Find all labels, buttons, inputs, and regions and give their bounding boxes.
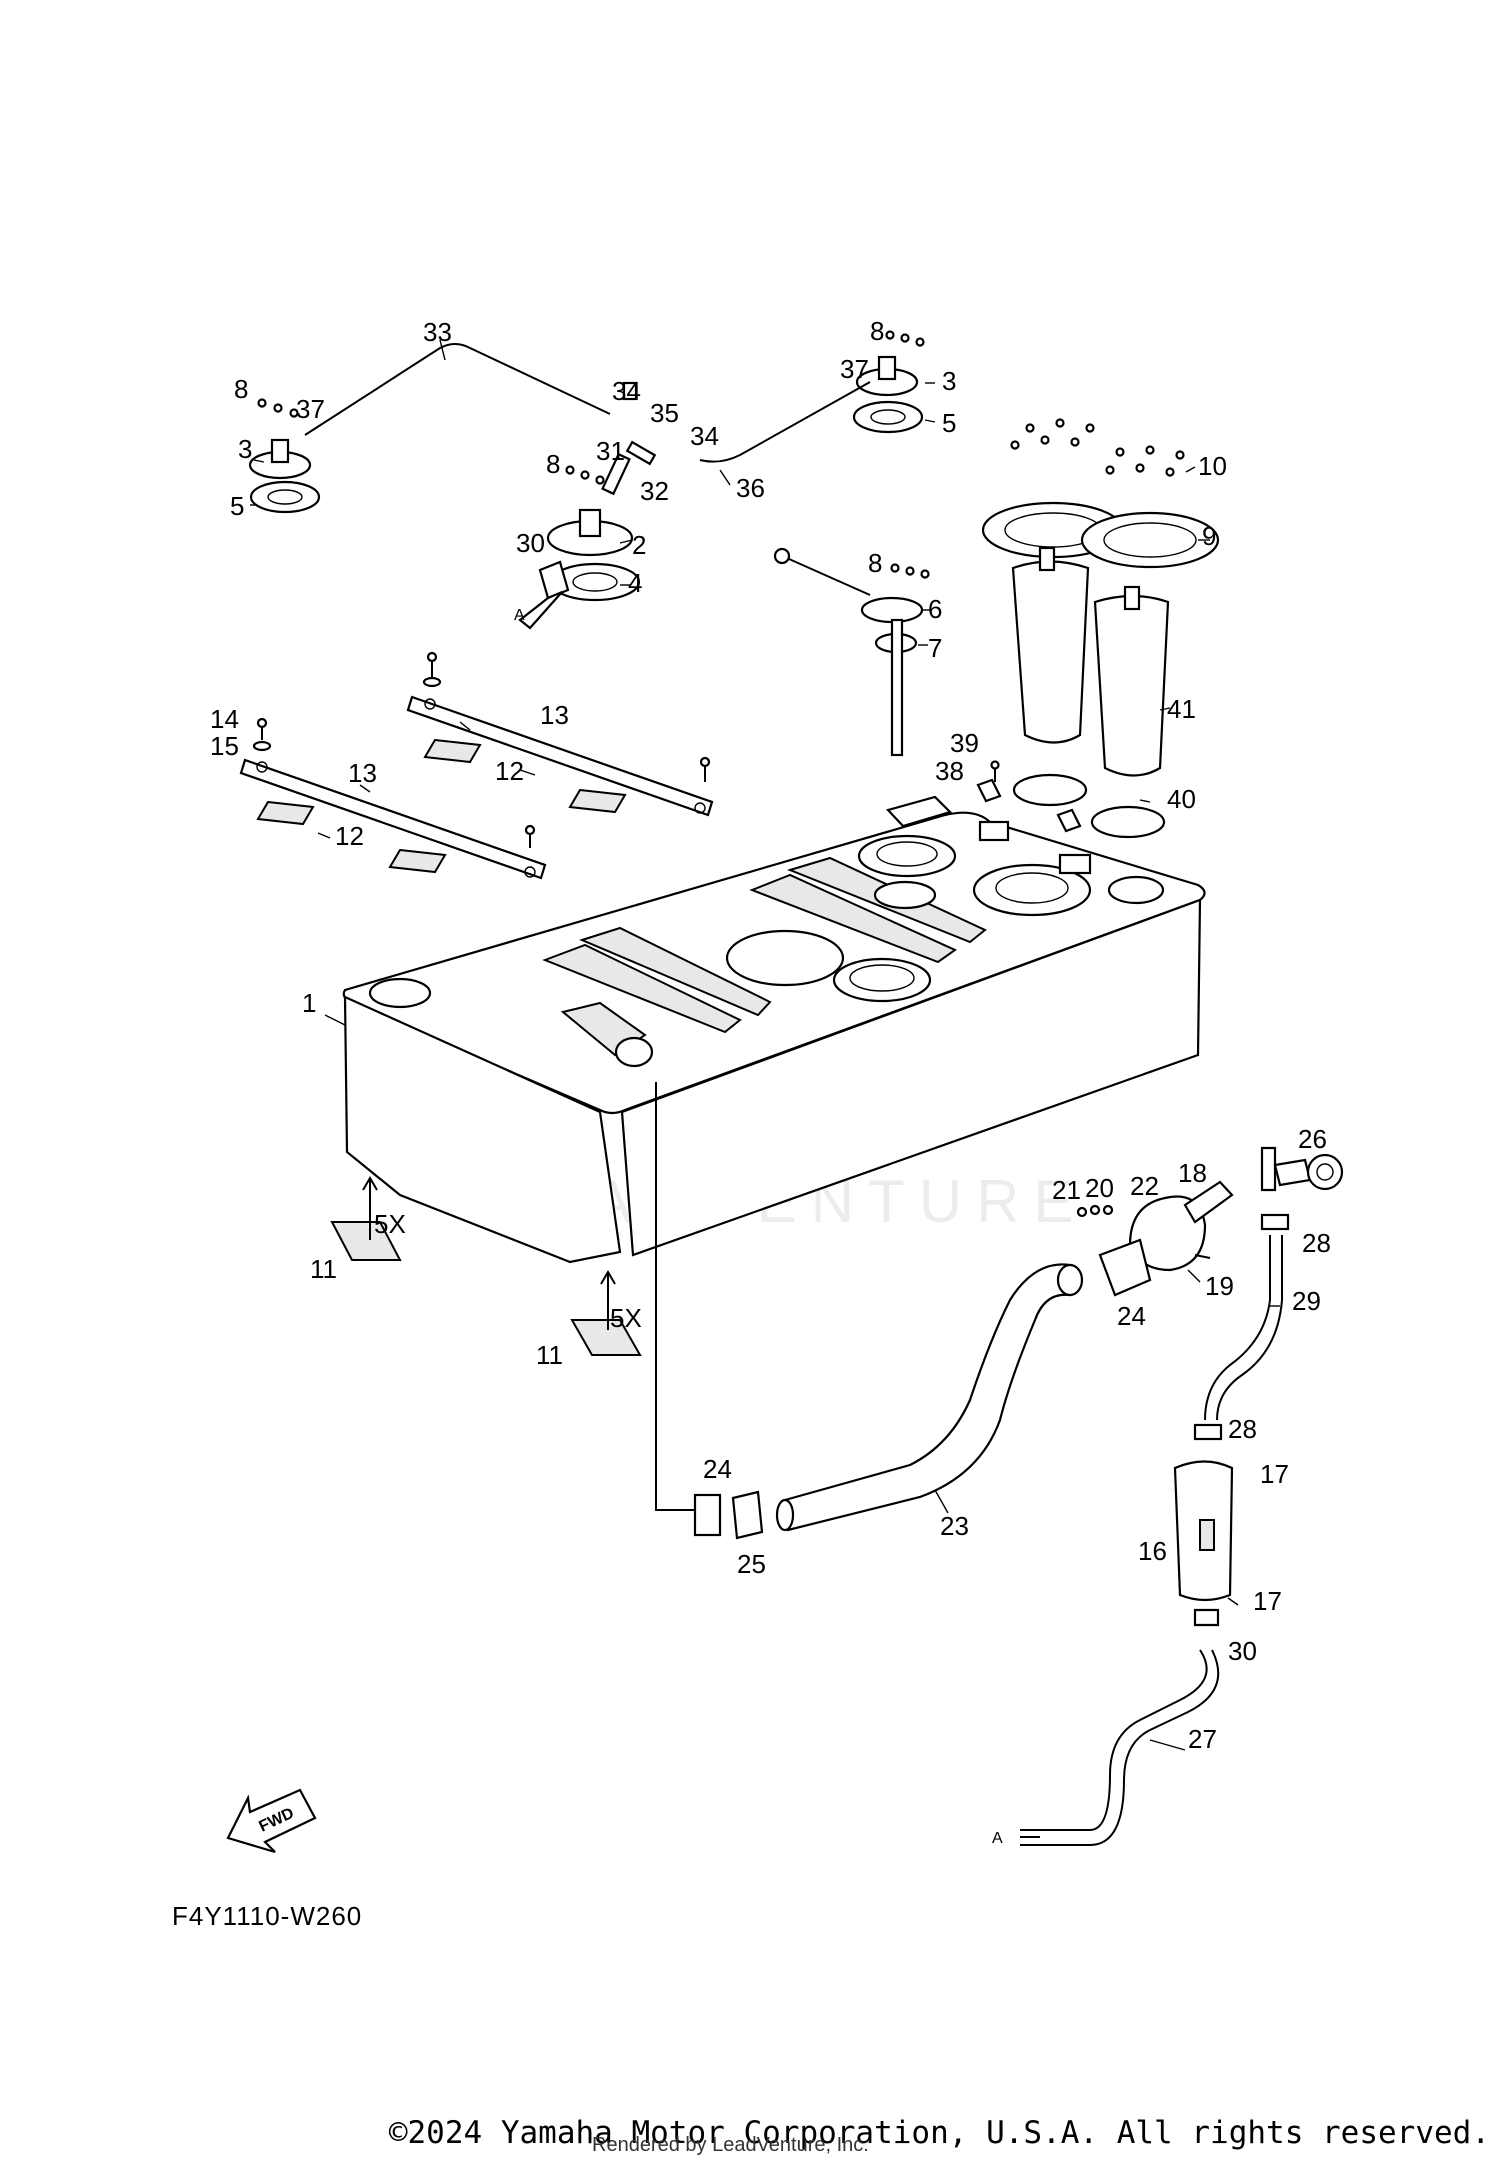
callout-37b: 37 bbox=[840, 354, 869, 384]
center-fitting bbox=[518, 381, 657, 630]
callout-12a: 12 bbox=[495, 756, 524, 786]
callout-1: 1 bbox=[302, 988, 316, 1018]
callout-28b: 28 bbox=[1228, 1414, 1257, 1444]
callout-14: 14 bbox=[210, 704, 239, 734]
screws-top bbox=[257, 330, 930, 579]
copyright-notice: ©2024 Yamaha Motor Corporation, U.S.A. A… bbox=[388, 2115, 1490, 2151]
callout-11b: 11 bbox=[536, 1340, 563, 1370]
callout-40: 40 bbox=[1167, 784, 1196, 814]
rendered-by-credit: Rendered by LeadVenture, Inc. bbox=[592, 2134, 869, 2156]
callout-8c: 8 bbox=[870, 316, 884, 346]
callout-8a: 8 bbox=[234, 374, 248, 404]
vent-line-and-filter bbox=[1020, 1146, 1344, 1846]
callout-9: 9 bbox=[1202, 521, 1216, 551]
fuel-level-sender bbox=[773, 547, 924, 757]
callout-34a: 34 bbox=[612, 376, 641, 406]
callout-12b: 12 bbox=[335, 821, 364, 851]
filler-system bbox=[655, 1082, 1234, 1540]
multiplier-5x-a: 5X bbox=[374, 1209, 406, 1239]
pipe-end-a-bottom: A bbox=[992, 1830, 1003, 1847]
callout-4: 4 bbox=[628, 568, 642, 598]
callout-38: 38 bbox=[935, 756, 964, 786]
callout-22: 22 bbox=[1130, 1171, 1159, 1201]
callout-28a: 28 bbox=[1302, 1228, 1331, 1258]
callout-34b: 34 bbox=[690, 421, 719, 451]
callout-41: 41 bbox=[1167, 694, 1196, 724]
callout-6: 6 bbox=[928, 594, 942, 624]
vent-fitting-left bbox=[248, 438, 321, 514]
callout-3a: 3 bbox=[238, 434, 252, 464]
multiplier-5x-b: 5X bbox=[610, 1303, 642, 1333]
callout-36: 36 bbox=[736, 473, 765, 503]
callout-17a: 17 bbox=[1260, 1459, 1289, 1489]
support-pads bbox=[330, 1176, 642, 1356]
callout-27: 27 bbox=[1188, 1724, 1217, 1754]
callout-3b: 3 bbox=[942, 366, 956, 396]
callout-7: 7 bbox=[928, 633, 942, 663]
callout-23: 23 bbox=[940, 1511, 969, 1541]
callout-10: 10 bbox=[1198, 451, 1227, 481]
fuel-pump-right bbox=[1080, 511, 1220, 839]
callout-30a: 30 bbox=[516, 528, 545, 558]
leader-lines bbox=[250, 339, 1280, 1751]
callout-19: 19 bbox=[1205, 1271, 1234, 1301]
callout-labels: 1 2 3 3 4 5 5 6 7 8 8 8 8 9 10 11 11 12 … bbox=[210, 316, 1331, 1847]
callout-13a: 13 bbox=[540, 700, 569, 730]
callout-16: 16 bbox=[1138, 1536, 1167, 1566]
callout-33: 33 bbox=[423, 317, 452, 347]
vent-fitting-right bbox=[852, 355, 924, 434]
tank-strap-rear bbox=[406, 695, 714, 817]
vent-hoses bbox=[304, 343, 871, 463]
callout-35: 35 bbox=[650, 398, 679, 428]
callout-26: 26 bbox=[1298, 1124, 1327, 1154]
callout-29: 29 bbox=[1292, 1286, 1321, 1316]
tank-strap-front bbox=[239, 758, 547, 880]
callout-5a: 5 bbox=[230, 491, 244, 521]
callout-31: 31 bbox=[596, 436, 625, 466]
callout-32: 32 bbox=[640, 476, 669, 506]
forward-direction-arrow: FWD bbox=[226, 1788, 317, 1854]
callout-15: 15 bbox=[210, 731, 239, 761]
callout-37a: 37 bbox=[296, 394, 325, 424]
callout-13b: 13 bbox=[348, 758, 377, 788]
callout-11a: 11 bbox=[310, 1254, 337, 1284]
callout-25: 25 bbox=[737, 1549, 766, 1579]
callout-39: 39 bbox=[950, 728, 979, 758]
callout-24a: 24 bbox=[1117, 1301, 1146, 1331]
fuel-tank bbox=[342, 795, 1206, 1264]
callout-8d: 8 bbox=[868, 548, 882, 578]
callout-30b: 30 bbox=[1228, 1636, 1257, 1666]
callout-2: 2 bbox=[632, 530, 646, 560]
callout-18: 18 bbox=[1178, 1158, 1207, 1188]
strap-bolts bbox=[252, 651, 711, 848]
callout-5b: 5 bbox=[942, 408, 956, 438]
pump-screws bbox=[976, 418, 1185, 833]
callout-20: 20 bbox=[1085, 1173, 1114, 1203]
diagram-code: F4Y1110-W260 bbox=[172, 1901, 363, 1931]
pipe-end-a-top: A bbox=[514, 607, 525, 624]
callout-24b: 24 bbox=[703, 1454, 732, 1484]
callout-8b: 8 bbox=[546, 449, 560, 479]
callout-21: 21 bbox=[1052, 1175, 1081, 1205]
fuel-pump-left bbox=[981, 501, 1125, 807]
callout-17b: 17 bbox=[1253, 1586, 1282, 1616]
